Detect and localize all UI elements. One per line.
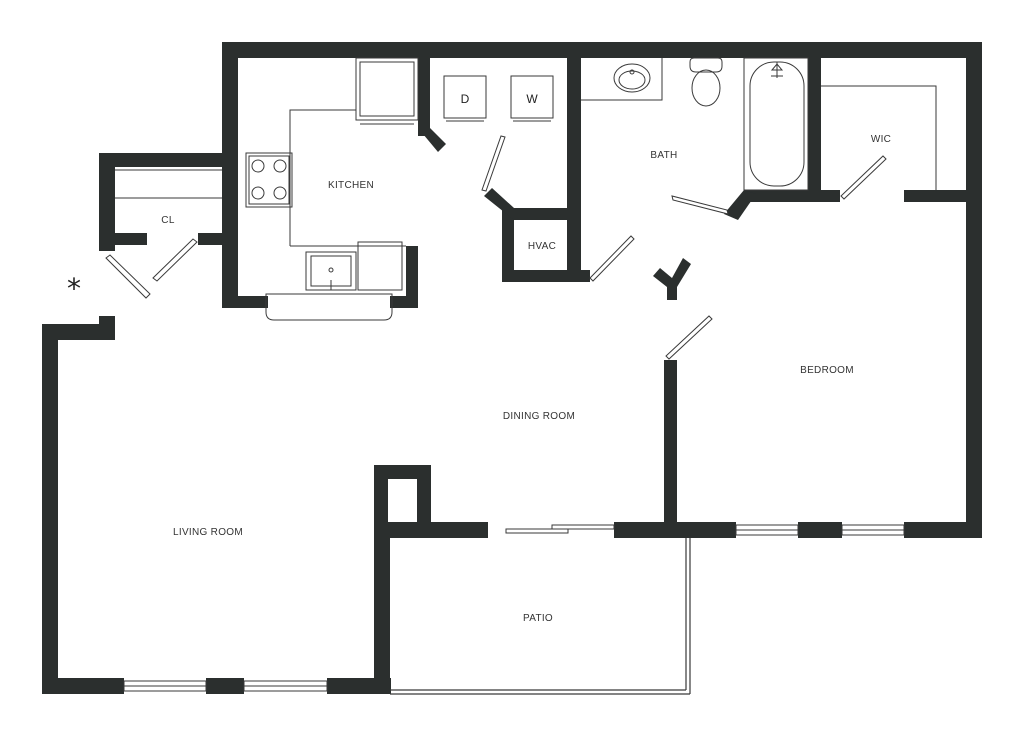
bath-label: BATH — [650, 150, 677, 161]
washer-icon: W — [510, 75, 554, 122]
windows — [123, 524, 905, 692]
tub-faucet-icon — [770, 62, 784, 78]
bathroom-sink-icon — [613, 63, 651, 93]
wic-label: WIC — [871, 134, 891, 145]
closet-label: CL — [161, 215, 175, 226]
living-room-label: LIVING ROOM — [173, 527, 243, 538]
sliding-door — [505, 524, 615, 534]
doors — [105, 135, 887, 360]
refrigerator-icon — [355, 57, 419, 125]
stove-icon — [245, 152, 293, 208]
hvac-label: HVAC — [528, 241, 556, 252]
kitchen-label: KITCHEN — [328, 180, 374, 191]
entry-marker-icon: * — [67, 272, 81, 305]
dryer-label: D — [461, 92, 470, 106]
dryer-icon: D — [443, 75, 487, 122]
patio-label: PATIO — [523, 613, 553, 624]
bedroom-label: BEDROOM — [800, 365, 854, 376]
kitchen-sink-icon — [305, 251, 357, 291]
dining-room-label: DINING ROOM — [503, 411, 575, 422]
walls — [42, 42, 982, 694]
dishwasher-icon — [357, 241, 403, 291]
toilet-icon — [689, 57, 723, 107]
room-labels: CL KITCHEN BATH WIC HVAC BEDROOM DINING … — [161, 134, 891, 624]
patio-rail — [390, 538, 691, 695]
breakfast-bar — [265, 293, 393, 321]
washer-label: W — [526, 92, 538, 106]
